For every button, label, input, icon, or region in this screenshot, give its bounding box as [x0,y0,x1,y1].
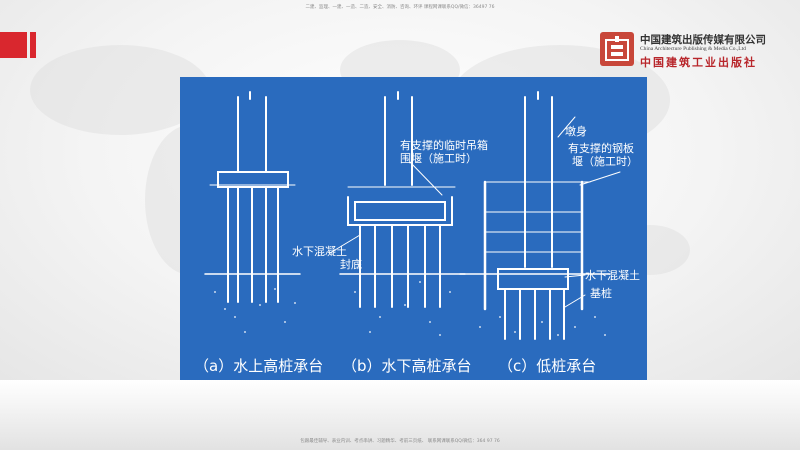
publisher-name-cn: 中国建筑出版传媒有限公司 [640,34,766,46]
leader-c-1 [557,116,576,138]
soil-dots [214,281,606,336]
diagram-c [459,91,621,340]
publisher-name-en: China Architecture Publishing & Media Co… [640,46,746,52]
cofferdam-box-b [347,196,453,226]
label-steel-cofferdam-2: 堰（施工时） [572,155,638,168]
piles-b [359,224,441,308]
caption-c: （c）低桩承台 [498,357,597,375]
pier-a [237,91,267,173]
label-pier-body: 墩身 [565,125,587,138]
leader-c-3 [564,274,586,278]
piles-a [227,186,279,303]
red-accent-stripe [30,32,36,58]
leader-b-2 [329,234,361,254]
label-steel-cofferdam-1: 有支撑的钢板 [568,142,634,155]
pier-b [384,91,413,186]
publisher-logo-mark [600,32,634,66]
pile-cap-drawing [204,91,621,340]
label-temp-cofferdam-2: 围堰（施工时） [400,152,477,165]
publisher-name-calligraphy: 中国建筑工业出版社 [640,56,757,69]
diagram-b [329,91,466,308]
braces-c [484,211,583,253]
header-notice: 二建、监理、一建、一造、二造、安全、消防、咨询、环评 课程网课联系QQ/微信：3… [305,5,495,10]
sheet-pile-walls-c [483,180,584,311]
label-underwater-concrete-b: 水下混凝土 [292,245,347,258]
label-foundation-pile: 基桩 [590,287,612,300]
leader-c-2 [579,171,621,186]
cap-b [354,201,446,221]
caption-a: （a）水上高桩承台 [194,357,324,375]
diagram-a [204,91,301,303]
cap-c [497,268,569,290]
floor-reflection [0,380,800,450]
leader-b-1 [409,161,443,196]
pier-c [524,91,553,268]
caption-b: （b）水下高桩承台 [342,357,472,375]
pile-cap-diagram: 有支撑的临时吊箱 围堰（施工时） 墩身 有支撑的钢板 堰（施工时） 水下混凝土 … [180,77,647,380]
piles-c [504,288,565,340]
label-underwater-concrete-c: 水下混凝土 [585,269,640,282]
publisher-logo: 中国建筑出版传媒有限公司 China Architecture Publishi… [600,30,795,70]
leader-c-4 [564,294,586,308]
building-emblem-icon [605,36,629,61]
footer-notice: 包跟最佳辅导、表业内训、考点串讲、习题精华、考前三页纸、 联系网课联系QQ/微信… [300,439,500,444]
label-temp-cofferdam-1: 有支撑的临时吊箱 [400,139,488,152]
red-accent-bar [0,32,27,58]
label-seal-bottom: 封底 [340,258,362,271]
